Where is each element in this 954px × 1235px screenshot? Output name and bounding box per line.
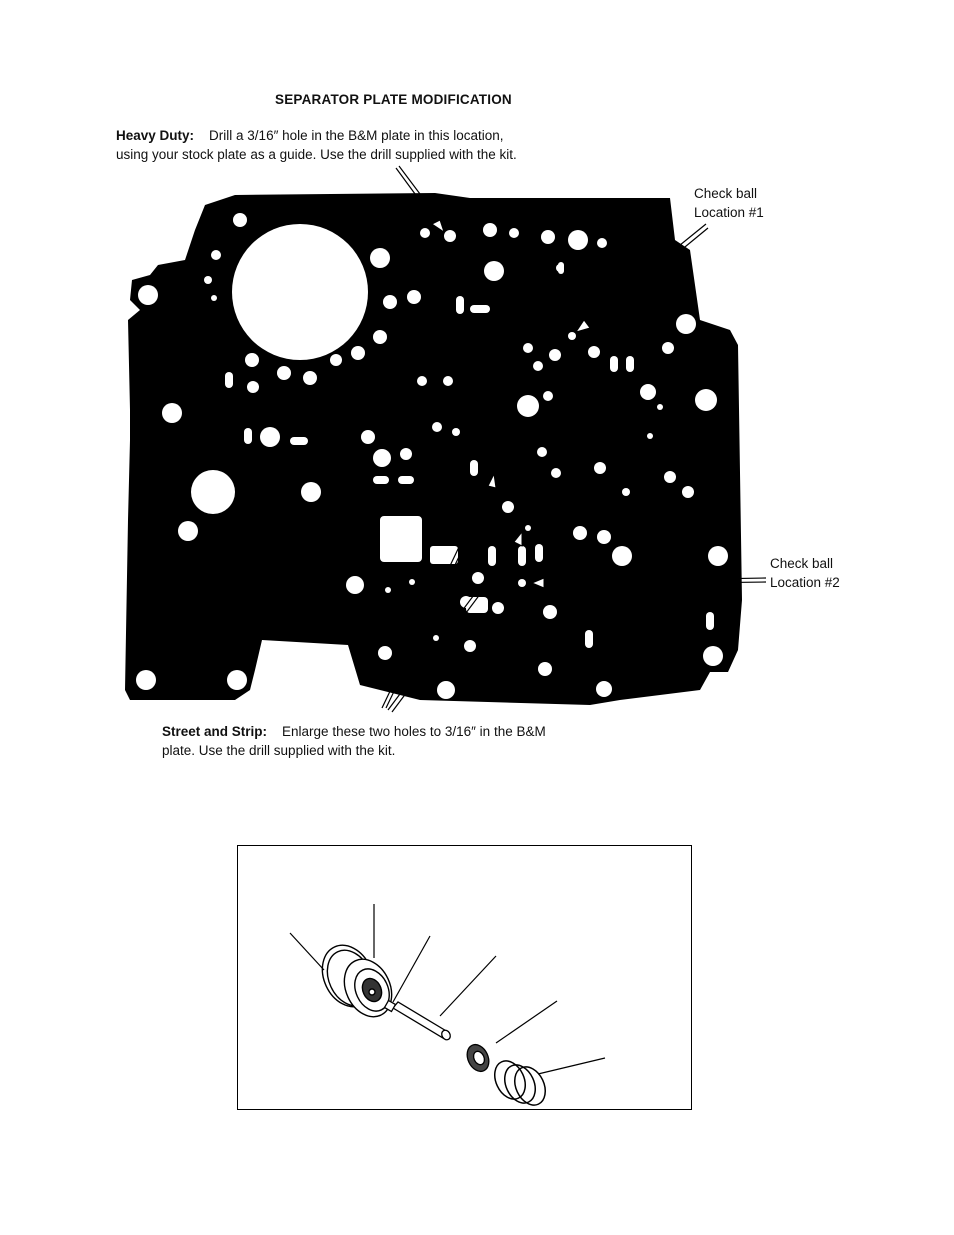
check-ball-1-line2: Location #1 [694, 205, 764, 220]
heavy-duty-text: Drill a 3/16″ hole in the B&M plate in t… [116, 128, 517, 162]
check-ball-2-line2: Location #2 [770, 575, 840, 590]
shaft [383, 999, 451, 1041]
check-ball-1-line1: Check ball [694, 186, 758, 201]
arrow-heads [431, 219, 591, 589]
check-ball-2-line1: Check ball [770, 556, 834, 571]
separator-plate-diagram [125, 165, 767, 713]
street-strip-text: Enlarge these two holes to 3/16″ in the … [162, 724, 546, 758]
page-title: SEPARATOR PLATE MODIFICATION [275, 92, 512, 107]
exploded-parts-drawing [289, 904, 606, 1106]
street-strip-note: Street and Strip: Enlarge these two hole… [162, 722, 582, 760]
leader-lines-parts [289, 904, 606, 1075]
seal-rings [494, 1060, 546, 1106]
plate-holes [136, 213, 728, 699]
check-ball-1-label: Check ball Location #1 [694, 184, 764, 222]
heavy-duty-note: Heavy Duty: Drill a 3/16″ hole in the B&… [116, 126, 536, 164]
heavy-duty-label: Heavy Duty: [116, 128, 195, 143]
piston-assembly [321, 944, 393, 1018]
street-strip-label: Street and Strip: [162, 724, 268, 739]
exploded-parts-figure [237, 845, 692, 1110]
check-ball-2-label: Check ball Location #2 [770, 554, 840, 592]
leader-lines [381, 165, 767, 713]
retainer [466, 1043, 490, 1073]
